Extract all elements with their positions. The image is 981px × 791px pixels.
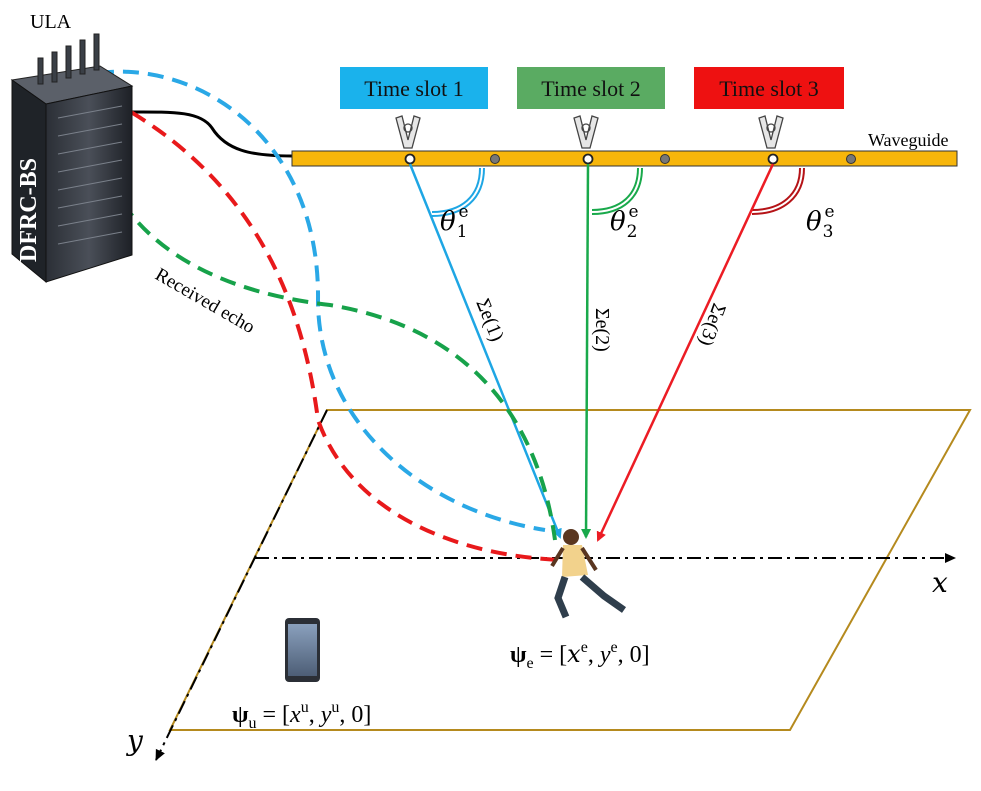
ray-label-2: Σe(2)	[591, 308, 613, 352]
time-slot-2-box: Time slot 2	[517, 67, 665, 109]
x-axis-label: x	[932, 566, 948, 599]
angle-label-2: θ2e	[610, 202, 639, 242]
angle-arc-3-inner	[751, 167, 803, 213]
time-slot-3-label: Time slot 3	[719, 76, 818, 101]
clip-icon	[758, 115, 784, 149]
angle-arc-1-inner	[431, 167, 483, 215]
waveguide-label: Waveguide	[868, 130, 949, 150]
ray-slot-2	[581, 163, 592, 539]
time-slot-2-label: Time slot 2	[541, 76, 640, 101]
ray-slot-1	[408, 163, 562, 539]
echo-path-blue	[89, 69, 546, 532]
time-slot-1-label: Time slot 1	[364, 76, 463, 101]
echo-path-red	[109, 98, 561, 562]
ula-label: ULA	[30, 11, 72, 33]
y-axis	[155, 409, 328, 761]
bs-label: DFRC-BS	[16, 158, 42, 262]
clip-icon	[395, 115, 421, 149]
angle-label-3: θ3e	[806, 202, 835, 242]
angle-arc-3	[751, 167, 805, 215]
received-echo-label: Received echo	[152, 264, 259, 338]
pinching-points	[404, 153, 856, 165]
clip-icon	[573, 115, 599, 149]
time-slot-1-box: Time slot 1	[340, 67, 488, 109]
feed-cable	[117, 110, 293, 158]
angle-arc-2-inner	[591, 167, 641, 213]
psi-u-label: ψu = [xu, yu, 0]	[232, 699, 371, 732]
angle-label-1: θ1e	[440, 202, 469, 242]
ray-label-1: Σe(1)	[471, 296, 508, 345]
ray-slot-3	[596, 163, 775, 542]
person-icon	[550, 529, 627, 619]
waveguide	[291, 150, 958, 167]
echo-path-green	[86, 84, 557, 541]
phone-icon	[285, 618, 320, 682]
y-axis-label: y	[125, 724, 144, 757]
psi-e-label: ψe = [xe, ye, 0]	[510, 639, 650, 672]
ray-label-3: Σe(3)	[694, 300, 730, 349]
server-rack-icon	[10, 33, 134, 284]
time-slot-3-box: Time slot 3	[694, 67, 844, 109]
